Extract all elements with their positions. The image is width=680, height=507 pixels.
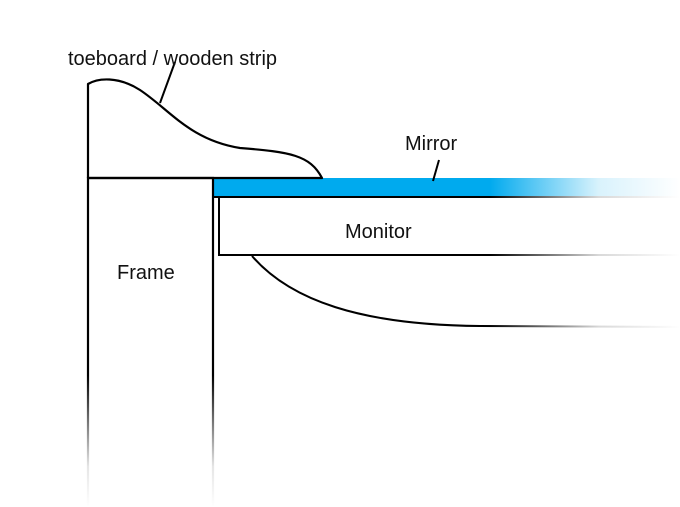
toeboard-label: toeboard / wooden strip — [68, 48, 277, 70]
monitor-label: Monitor — [345, 221, 412, 243]
mirror-label: Mirror — [405, 133, 458, 155]
frame-label: Frame — [117, 262, 175, 284]
